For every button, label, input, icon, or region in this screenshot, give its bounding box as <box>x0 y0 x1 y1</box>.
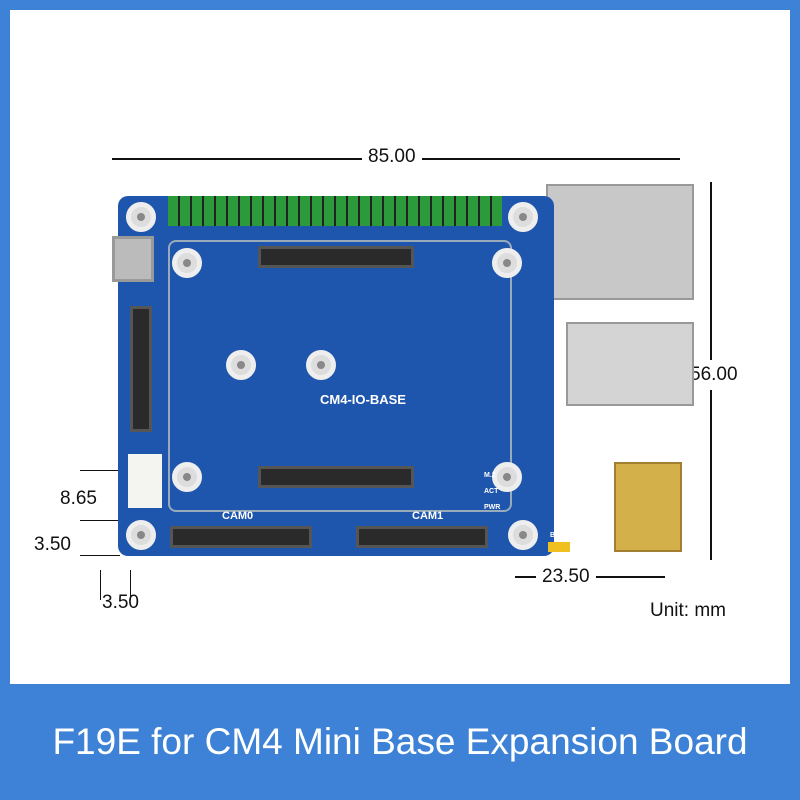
hole-y-dim: 3.50 <box>34 534 71 555</box>
mount-hole <box>508 202 538 232</box>
footer-banner: F19E for CM4 Mini Base Expansion Board <box>0 684 800 800</box>
hole-x-dim: 3.50 <box>102 592 139 613</box>
dim-tick <box>100 570 101 600</box>
dim-tick <box>80 520 120 521</box>
cm4-outline <box>168 240 512 512</box>
usb-label: USB 1/2 <box>606 302 628 324</box>
boot-label: BOOT <box>550 532 571 539</box>
mount-hole <box>126 520 156 550</box>
cam0-connector <box>170 526 312 548</box>
cam0-label: CAM0 <box>222 510 254 522</box>
boot-jumper <box>548 542 570 552</box>
width-dim: 85.00 <box>362 146 422 168</box>
m2-led-label: M.2 <box>484 472 496 479</box>
hdmi-label: HDMI0 <box>608 436 643 448</box>
circuit-board: CM4-IO-BASE CAM0 CAM1 M.2 ACT PWR BOOT H… <box>112 196 642 556</box>
mount-hole <box>172 248 202 278</box>
cam1-label: CAM1 <box>412 510 444 522</box>
usb-c-port <box>112 236 154 282</box>
mount-hole <box>172 462 202 492</box>
usb-a-port <box>566 322 694 406</box>
dim-tick <box>80 555 120 556</box>
unit-label: Unit: mm <box>650 600 726 621</box>
product-image: 85.00 56.00 23.50 Unit: mm 8.65 3.50 3.5… <box>10 10 790 684</box>
board-name: CM4-IO-BASE <box>320 392 406 407</box>
mount-hole <box>126 202 156 232</box>
standoff <box>306 350 336 380</box>
mount-hole <box>508 520 538 550</box>
display-connector <box>130 306 152 432</box>
port-offset-dim: 23.50 <box>536 566 596 588</box>
gpio-header <box>168 196 502 226</box>
ethernet-port <box>546 184 694 300</box>
product-title: F19E for CM4 Mini Base Expansion Board <box>52 721 748 762</box>
mount-hole <box>492 462 522 492</box>
connector-offset-dim: 8.65 <box>60 488 97 509</box>
height-dim: 56.00 <box>690 360 738 390</box>
standoff <box>226 350 256 380</box>
act-led-label: ACT <box>484 488 499 495</box>
hdmi-port <box>614 462 682 552</box>
mount-hole <box>492 248 522 278</box>
fan-header <box>128 454 162 508</box>
pwr-led-label: PWR <box>484 504 501 511</box>
dim-tick <box>130 570 131 600</box>
cam1-connector <box>356 526 488 548</box>
cm4-connector <box>258 466 414 488</box>
dim-tick <box>80 470 120 471</box>
cm4-connector <box>258 246 414 268</box>
